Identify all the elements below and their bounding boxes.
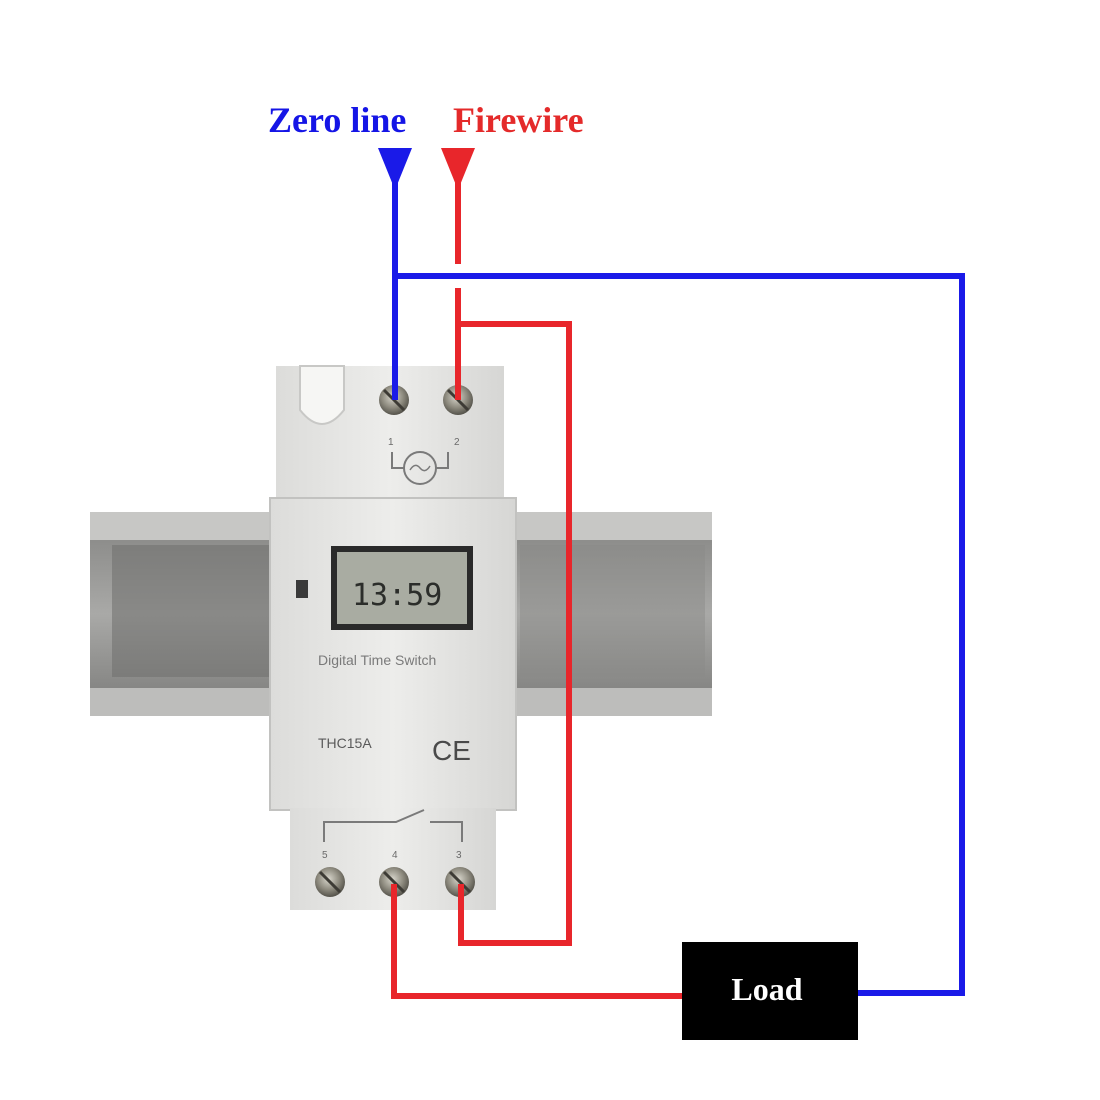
load-box: Load xyxy=(682,942,858,1040)
device-model: THC15A xyxy=(318,735,372,751)
motor-symbol-lines xyxy=(391,452,449,469)
time-switch-device: 13:59 Digital Time Switch THC15A CE 1 2 … xyxy=(269,365,517,910)
terminal-1-label: 1 xyxy=(388,437,394,448)
firewire-label: Firewire xyxy=(453,100,584,140)
terminal-2-label: 2 xyxy=(454,437,460,448)
firewire-arrow-icon xyxy=(441,148,475,190)
load-label: Load xyxy=(731,971,802,1007)
device-name: Digital Time Switch xyxy=(318,652,436,668)
motor-symbol-icon xyxy=(403,451,437,485)
ce-mark: CE xyxy=(432,735,471,766)
terminal-5-label: 5 xyxy=(322,850,328,861)
reset-button[interactable] xyxy=(296,580,308,598)
terminal-4-label: 4 xyxy=(392,850,398,861)
lcd-time: 13:59 xyxy=(352,578,442,613)
relay-contact-symbol xyxy=(323,809,463,842)
neutral-wire xyxy=(392,168,965,996)
lcd-display: 13:59 xyxy=(331,546,473,630)
zero-line-arrow-icon xyxy=(378,148,412,190)
terminal-3-label: 3 xyxy=(456,850,462,861)
zero-line-label: Zero line xyxy=(268,100,407,140)
